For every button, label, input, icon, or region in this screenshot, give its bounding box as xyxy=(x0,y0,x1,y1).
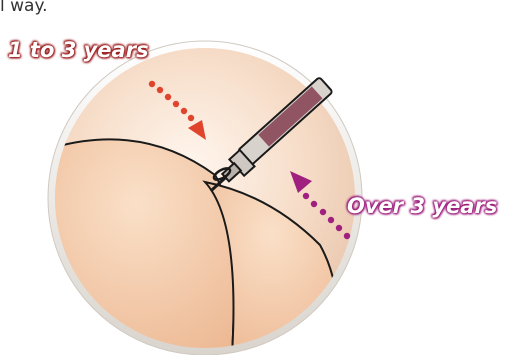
label-age-over-3: Over 3 years xyxy=(347,196,497,217)
label-age-1-to-3: 1 to 3 years xyxy=(8,40,149,61)
buttock-left xyxy=(40,139,234,355)
